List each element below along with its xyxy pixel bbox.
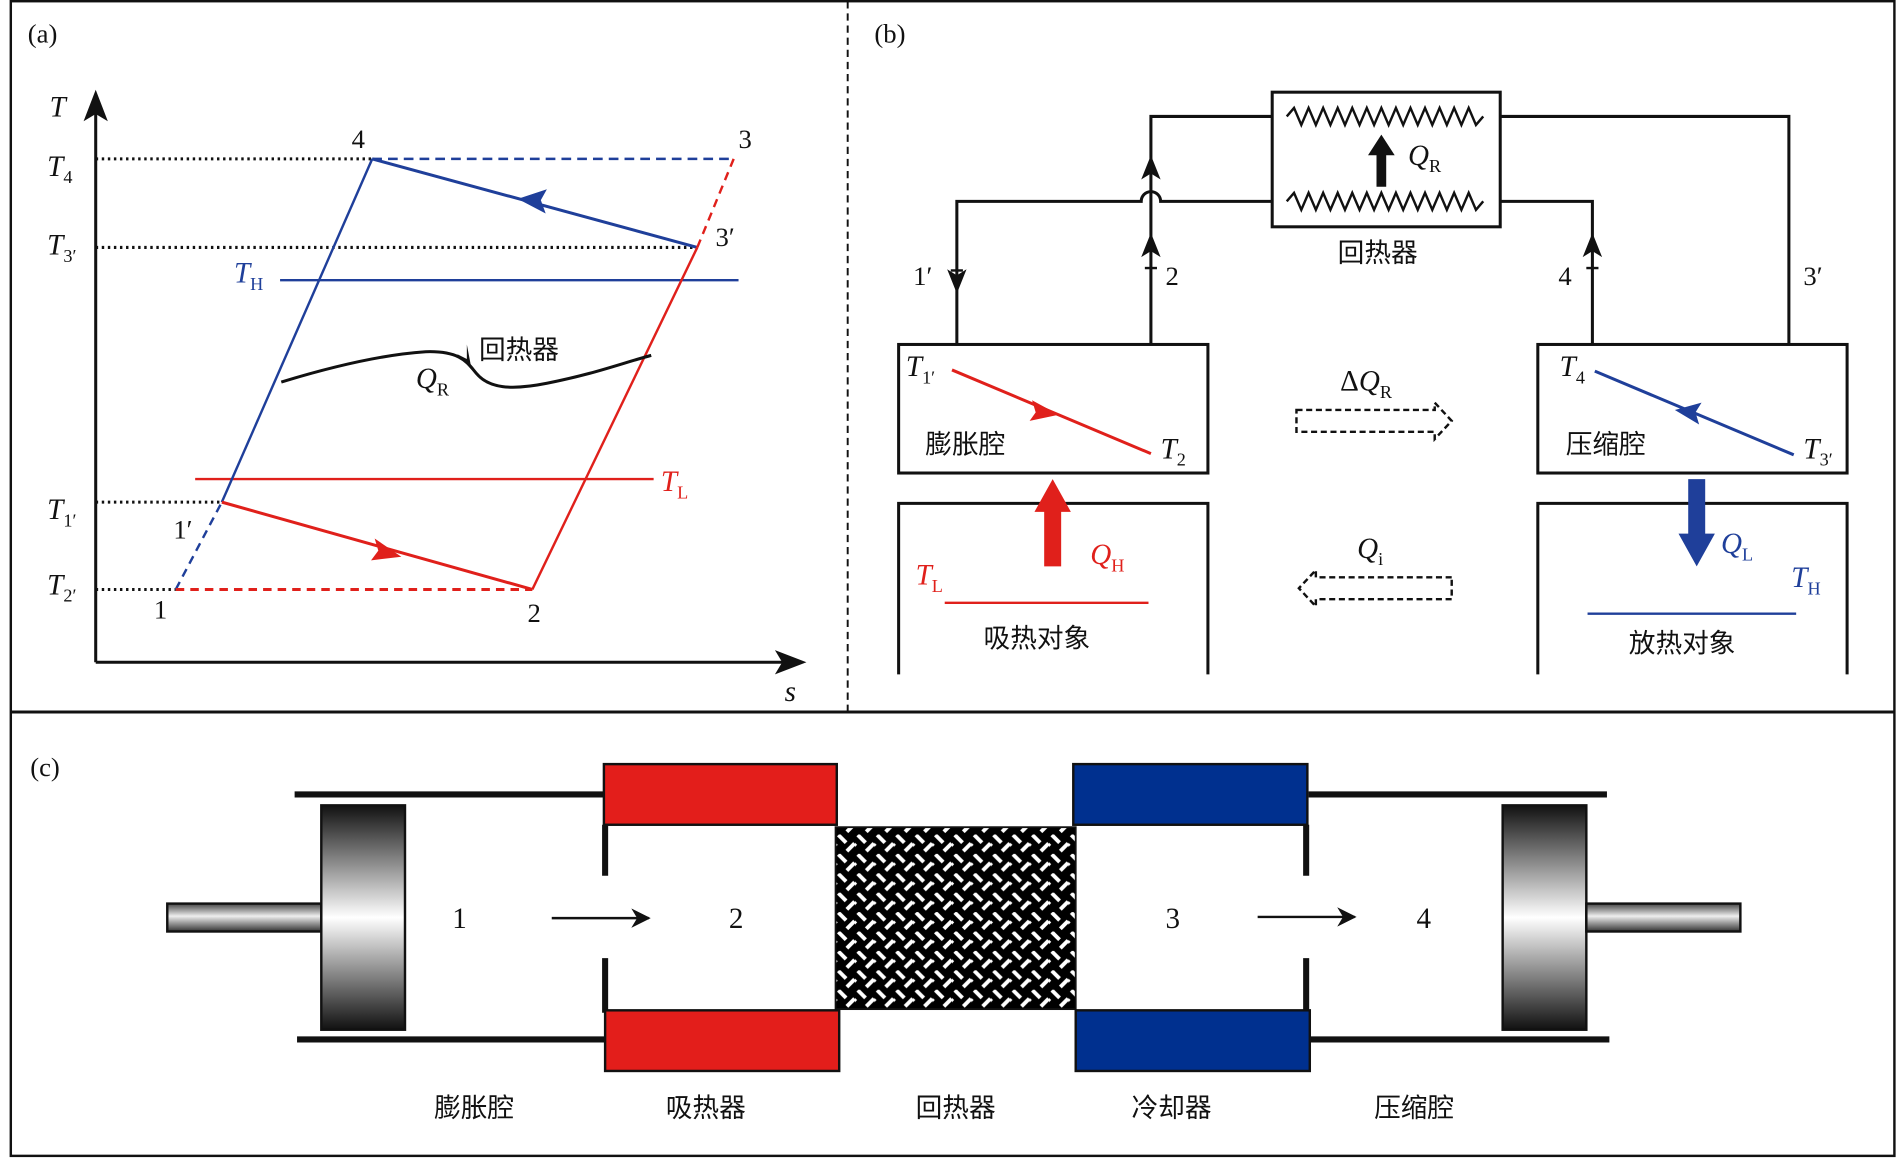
- regenerator-arrow-icon: [457, 344, 472, 370]
- tick-T3-prime: T3′: [47, 230, 76, 266]
- pipe-arrow-up-icon: [1141, 232, 1161, 258]
- panel-c-label: (c): [30, 752, 60, 782]
- expansion-T-end: T2: [1161, 433, 1186, 469]
- compression-chamber-box: [1536, 342, 1849, 475]
- panel-b-label: (b): [874, 18, 905, 48]
- red-isentrope: [531, 246, 699, 590]
- regenerator-heat-curve: [280, 350, 652, 389]
- state-4: 4: [1417, 903, 1432, 935]
- pipe-arrow-up-icon: [1141, 155, 1161, 180]
- component-heater: 吸热器: [666, 1093, 746, 1123]
- point-4: 4: [352, 124, 365, 154]
- port-label-2: 2: [1165, 261, 1178, 291]
- heat-sink-T-label: TH: [1791, 562, 1820, 598]
- tick-T1-prime: T1′: [47, 494, 76, 530]
- regenerator-box-label: 回热器: [1338, 238, 1418, 268]
- regenerator-coil-bottom: [1285, 189, 1485, 213]
- left-piston-rod: [166, 902, 323, 933]
- point-1: 1: [154, 595, 167, 625]
- delta-QR-dashed-arrow-icon: [1295, 399, 1454, 443]
- port-label-4: 4: [1558, 261, 1571, 291]
- panel-a-ts-diagram: (a) T s T4 T3′ T1′ T2′ TH TL: [28, 18, 807, 708]
- QL-label: QL: [1721, 528, 1753, 564]
- heater-top: [602, 762, 838, 826]
- state-2: 2: [729, 903, 744, 935]
- port-ticks: [950, 266, 1599, 272]
- regenerator-heat-arrow-icon: [1368, 134, 1395, 187]
- expansion-chamber-label: 膨胀腔: [925, 430, 1005, 460]
- right-piston: [1501, 804, 1588, 1031]
- right-piston-rod: [1585, 902, 1742, 933]
- heat-sink-label: 放热对象: [1629, 629, 1736, 659]
- regenerator-box: [1270, 90, 1502, 229]
- pipe-arrow-up-icon: [1582, 232, 1603, 258]
- TL-label: TL: [661, 466, 688, 502]
- heat-source-T-label: TL: [916, 560, 943, 596]
- y-axis-label: T: [50, 91, 68, 123]
- state-1: 1: [452, 903, 467, 935]
- point-3-prime: 3′: [715, 222, 734, 252]
- cooler-bottom: [1074, 1009, 1312, 1073]
- heater-bottom: [603, 1009, 841, 1073]
- panel-a-label: (a): [28, 18, 58, 48]
- QL-arrow-icon: [1678, 479, 1715, 567]
- component-cooler: 冷却器: [1132, 1093, 1212, 1123]
- compression-arrow-icon: [1674, 402, 1702, 425]
- regenerator-QR-label: QR: [1408, 140, 1442, 176]
- component-regenerator: 回热器: [916, 1093, 996, 1123]
- QH-label: QH: [1090, 539, 1124, 575]
- red-arrow-icon: [371, 538, 402, 561]
- component-compression-chamber: 压缩腔: [1374, 1093, 1454, 1123]
- compression-chamber-label: 压缩腔: [1566, 430, 1646, 460]
- point-2: 2: [527, 598, 540, 628]
- component-expansion-chamber: 膨胀腔: [434, 1093, 514, 1123]
- tick-T2-prime: T2′: [47, 569, 76, 605]
- compression-T-end: T3′: [1803, 433, 1832, 469]
- pipes: [955, 114, 1791, 345]
- port-label-1-prime: 1′: [913, 261, 932, 291]
- expansion-T-start: T1′: [906, 351, 935, 387]
- QR-label: QR: [416, 363, 450, 399]
- red-dashed-top: [696, 158, 735, 248]
- regenerator-label: 回热器: [479, 335, 559, 365]
- blue-isentrope: [220, 158, 374, 503]
- expansion-chamber-box: [897, 342, 1210, 475]
- heat-source-label: 吸热对象: [984, 624, 1091, 654]
- reference-lines: [95, 157, 698, 591]
- TH-label: TH: [234, 258, 263, 294]
- cylinder-walls: [294, 791, 1610, 1043]
- blue-arrow-icon: [517, 189, 547, 214]
- state-3: 3: [1165, 903, 1180, 935]
- left-piston: [320, 804, 407, 1031]
- tick-T4: T4: [47, 151, 72, 187]
- QH-arrow-icon: [1034, 479, 1071, 567]
- regenerator-matrix: [834, 826, 1077, 1011]
- delta-QR-label: ΔQR: [1340, 366, 1393, 402]
- panel-c-engine-schematic: (c) 1 2 3 4: [30, 752, 1742, 1123]
- frames: [9, 0, 1896, 1158]
- point-1-prime: 1′: [173, 515, 192, 545]
- x-axis-arrow-icon: [774, 650, 807, 675]
- y-axis-arrow-icon: [83, 89, 108, 122]
- panel-b-flow-diagram: (b) QR 回热器 1′ 2 4 3′ T1′: [874, 18, 1849, 675]
- x-axis-label: s: [785, 676, 796, 708]
- expansion-arrow-icon: [1029, 400, 1059, 421]
- cooler-top: [1072, 762, 1309, 826]
- regenerator-coil-top: [1285, 104, 1485, 129]
- port-label-3-prime: 3′: [1803, 261, 1822, 291]
- compression-T-start: T4: [1560, 351, 1585, 387]
- Qi-dashed-arrow-icon: [1297, 566, 1453, 610]
- pipe-arrow-down-icon: [947, 269, 967, 294]
- blue-dashed-low: [174, 501, 223, 591]
- Qi-label: Qi: [1357, 533, 1383, 569]
- point-3: 3: [739, 124, 752, 154]
